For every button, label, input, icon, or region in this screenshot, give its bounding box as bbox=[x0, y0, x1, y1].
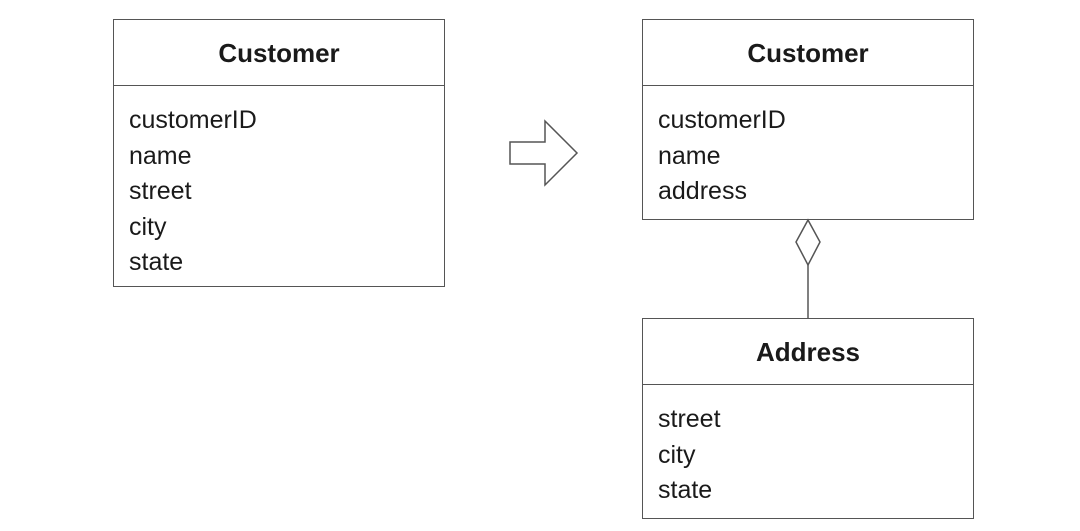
address-class: Address street city state bbox=[642, 318, 974, 519]
attribute: customerID bbox=[658, 106, 786, 134]
attribute-list: customerID name address bbox=[643, 86, 973, 210]
attribute: city bbox=[658, 440, 696, 469]
attribute: state bbox=[129, 248, 184, 276]
attribute: address bbox=[658, 177, 747, 205]
attribute: city bbox=[129, 212, 167, 241]
customer-class-before: Customer customerID name street city sta… bbox=[113, 19, 445, 287]
class-name: Address bbox=[643, 319, 973, 385]
attribute-list: customerID name street city state bbox=[114, 86, 444, 281]
class-name: Customer bbox=[114, 20, 444, 86]
customer-class-after: Customer customerID name address bbox=[642, 19, 974, 220]
attribute: state bbox=[658, 476, 713, 504]
attribute: customerID bbox=[129, 106, 257, 134]
class-name: Customer bbox=[643, 20, 973, 86]
attribute: name bbox=[129, 141, 192, 170]
aggregation-diamond-icon bbox=[795, 218, 821, 267]
attribute-list: street city state bbox=[643, 385, 973, 509]
attribute: street bbox=[658, 405, 721, 433]
right-arrow-icon bbox=[509, 119, 579, 187]
attribute: name bbox=[658, 141, 721, 170]
attribute: street bbox=[129, 177, 192, 205]
